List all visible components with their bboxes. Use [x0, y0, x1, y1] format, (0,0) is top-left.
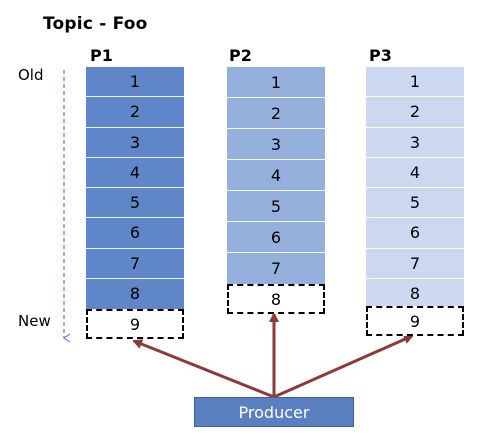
- partition-label-p3: P3: [369, 46, 392, 65]
- producer-box: Producer: [194, 397, 354, 427]
- partition-label-p1: P1: [90, 46, 113, 65]
- partition-label-p2: P2: [229, 46, 252, 65]
- log-cell-p3-2: 2: [366, 97, 464, 128]
- log-cell-p1-7: 7: [86, 248, 184, 279]
- log-cell-p3-6: 6: [366, 218, 464, 249]
- log-cell-p1-6: 6: [86, 218, 184, 249]
- log-cell-p1-5: 5: [86, 188, 184, 219]
- log-cell-p2-6: 6: [227, 222, 325, 253]
- log-cell-p2-2: 2: [227, 98, 325, 129]
- log-cell-p3-3: 3: [366, 127, 464, 158]
- log-cell-p2-5: 5: [227, 191, 325, 222]
- log-cell-p3-8: 8: [366, 278, 464, 309]
- log-cell-p1-8: 8: [86, 278, 184, 309]
- producer-arrow-p3: [273, 334, 414, 399]
- log-cell-p3-4: 4: [366, 157, 464, 188]
- log-cell-p1-2: 2: [86, 97, 184, 128]
- log-cell-p1-4: 4: [86, 157, 184, 188]
- new-message-p3: 9: [366, 306, 464, 336]
- new-label: New: [18, 312, 51, 330]
- log-cell-p2-1: 1: [227, 67, 325, 98]
- old-label: Old: [18, 66, 44, 84]
- log-cell-p1-3: 3: [86, 127, 184, 158]
- log-cell-p3-7: 7: [366, 248, 464, 279]
- producer-arrow-p1: [132, 339, 275, 399]
- log-cell-p2-4: 4: [227, 160, 325, 191]
- log-cell-p1-1: 1: [86, 67, 184, 98]
- log-cell-p3-1: 1: [366, 67, 464, 98]
- new-message-p1: 9: [86, 309, 184, 339]
- new-message-p2: 8: [227, 284, 325, 314]
- log-cell-p2-3: 3: [227, 129, 325, 160]
- log-cell-p3-5: 5: [366, 188, 464, 219]
- log-cell-p2-7: 7: [227, 253, 325, 284]
- topic-title: Topic - Foo: [43, 14, 148, 34]
